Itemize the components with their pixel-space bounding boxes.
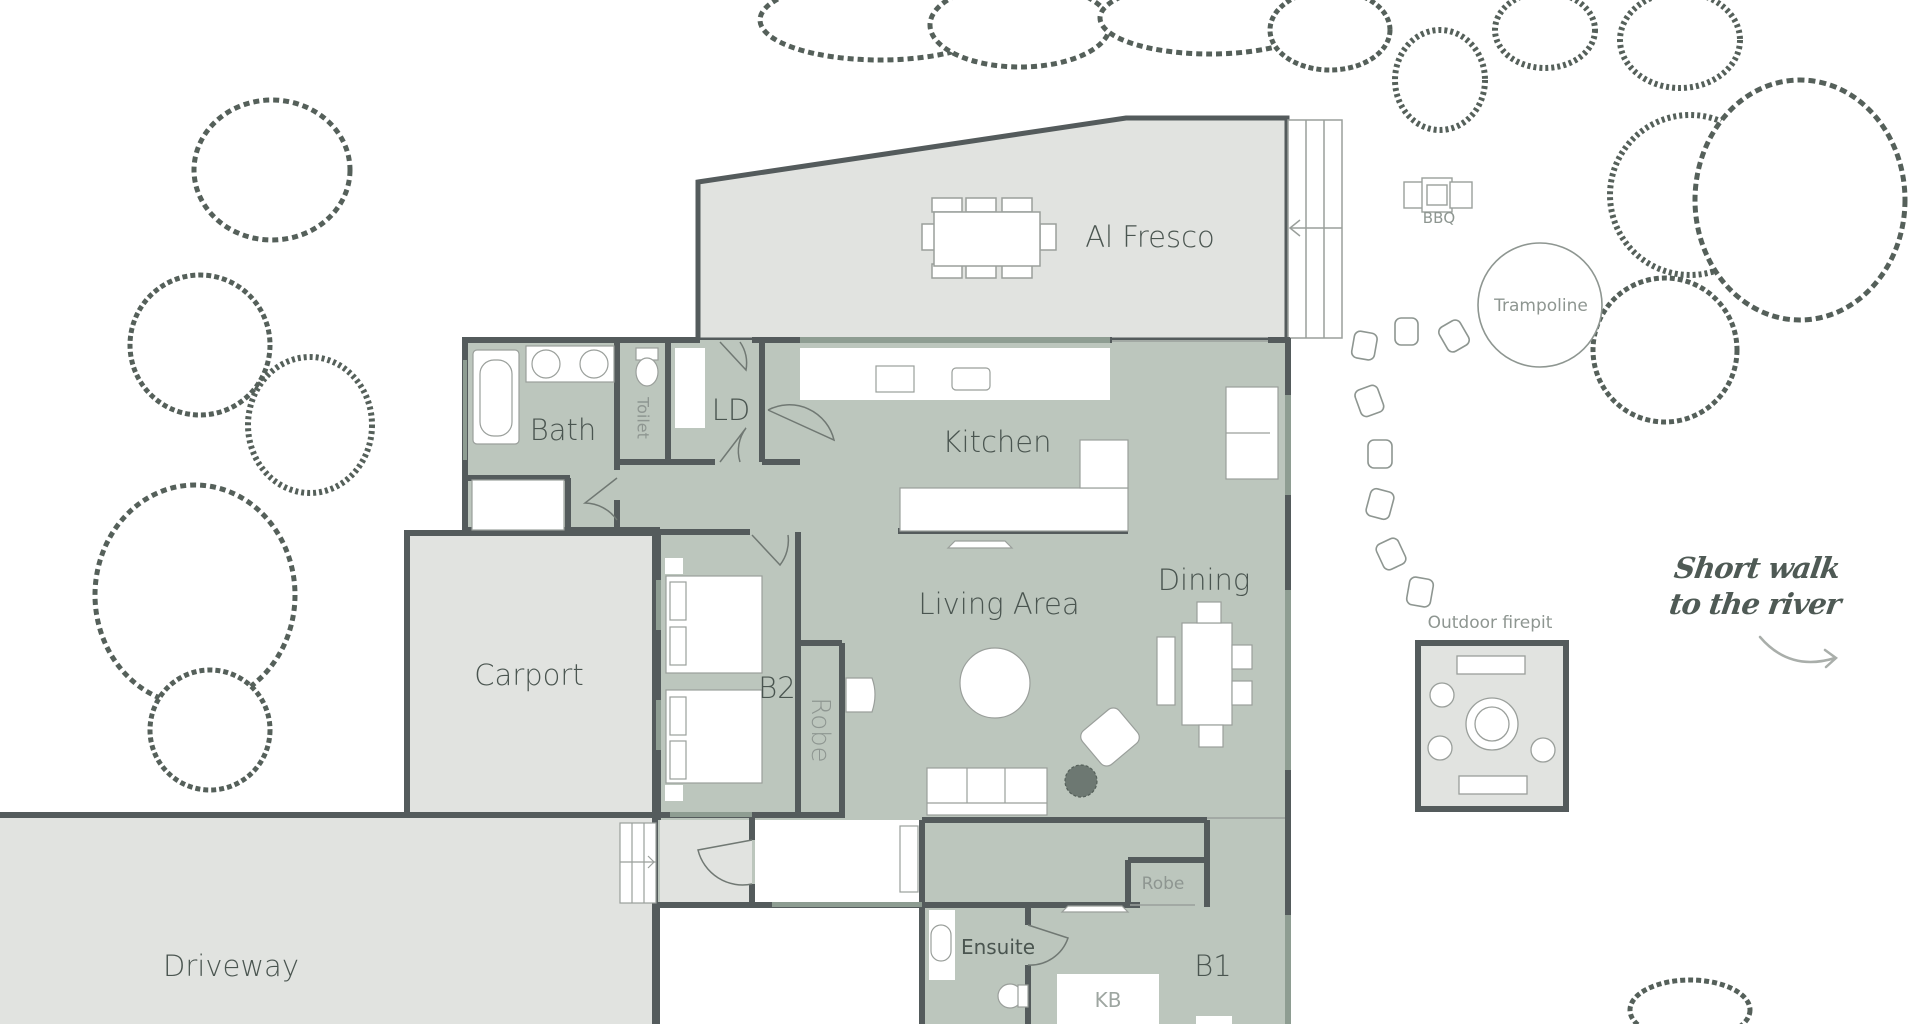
king-bed-label: KB <box>1094 988 1122 1012</box>
round-table-icon <box>959 647 1031 719</box>
room-label-living-area: Living Area <box>918 587 1080 621</box>
room-label-toilet: Toilet <box>633 397 653 439</box>
river-arrow-icon <box>1758 635 1838 669</box>
plant-icon <box>1064 764 1098 798</box>
entry-area <box>660 820 752 904</box>
sink-icon <box>951 367 991 391</box>
room-label-al-fresco: Al Fresco <box>1085 220 1215 254</box>
firepit-area <box>1415 640 1569 812</box>
king-bed-icon <box>1057 974 1159 1024</box>
shower-icon <box>471 479 565 531</box>
room-label-b1: B1 <box>1194 949 1232 983</box>
trampoline-icon <box>1477 242 1603 368</box>
room-label-dining: Dining <box>1157 563 1251 597</box>
stepping-stones <box>1350 317 1470 608</box>
laundry-bench-icon <box>675 348 705 428</box>
deck-steps <box>1287 119 1343 339</box>
room-label-ensuite: Ensuite <box>960 935 1036 959</box>
tree-canopy-top-icon <box>757 0 1743 133</box>
al-fresco-table-icon <box>921 197 1057 279</box>
room-label-robe-b1: Robe <box>1141 874 1185 894</box>
river-note-line1: Short walk <box>1672 551 1842 585</box>
trees <box>92 0 1908 1024</box>
ensuite-basin-icon <box>930 924 952 962</box>
entry-steps <box>619 822 657 904</box>
sliding-doors <box>1112 340 1285 906</box>
river-note: Short walk to the river <box>1667 550 1848 622</box>
windows <box>463 337 1291 1024</box>
armchair-icon <box>1080 707 1140 767</box>
dining-table-icon <box>1181 622 1233 726</box>
room-label-carport: Carport <box>474 658 584 692</box>
lounge-sofa-icon <box>926 767 1048 816</box>
room-label-bath: Bath <box>529 413 597 447</box>
driveway-area <box>0 815 657 1024</box>
trampoline-label: Trampoline <box>1494 296 1588 316</box>
cooktop-icon <box>875 365 915 393</box>
room-label-robe-b2: Robe <box>805 697 835 763</box>
toilet-icon <box>635 357 659 387</box>
tree-right-icon <box>1590 77 1908 1024</box>
door-swings <box>582 341 1069 966</box>
room-label-laundry: LD <box>711 393 751 427</box>
furniture <box>471 345 1279 1024</box>
room-label-driveway: Driveway <box>163 949 299 983</box>
room-label-b2: B2 <box>758 671 796 705</box>
tree-left-icon <box>92 97 375 793</box>
firepit-label: Outdoor firepit <box>1427 613 1553 633</box>
bbq-label: BBQ <box>1422 209 1456 227</box>
room-label-kitchen: Kitchen <box>942 425 1052 459</box>
kitchen-island-icon <box>899 487 1129 532</box>
river-note-line2: to the river <box>1667 587 1843 621</box>
bbq-icon <box>1403 177 1473 213</box>
house-interior <box>462 340 1288 1024</box>
